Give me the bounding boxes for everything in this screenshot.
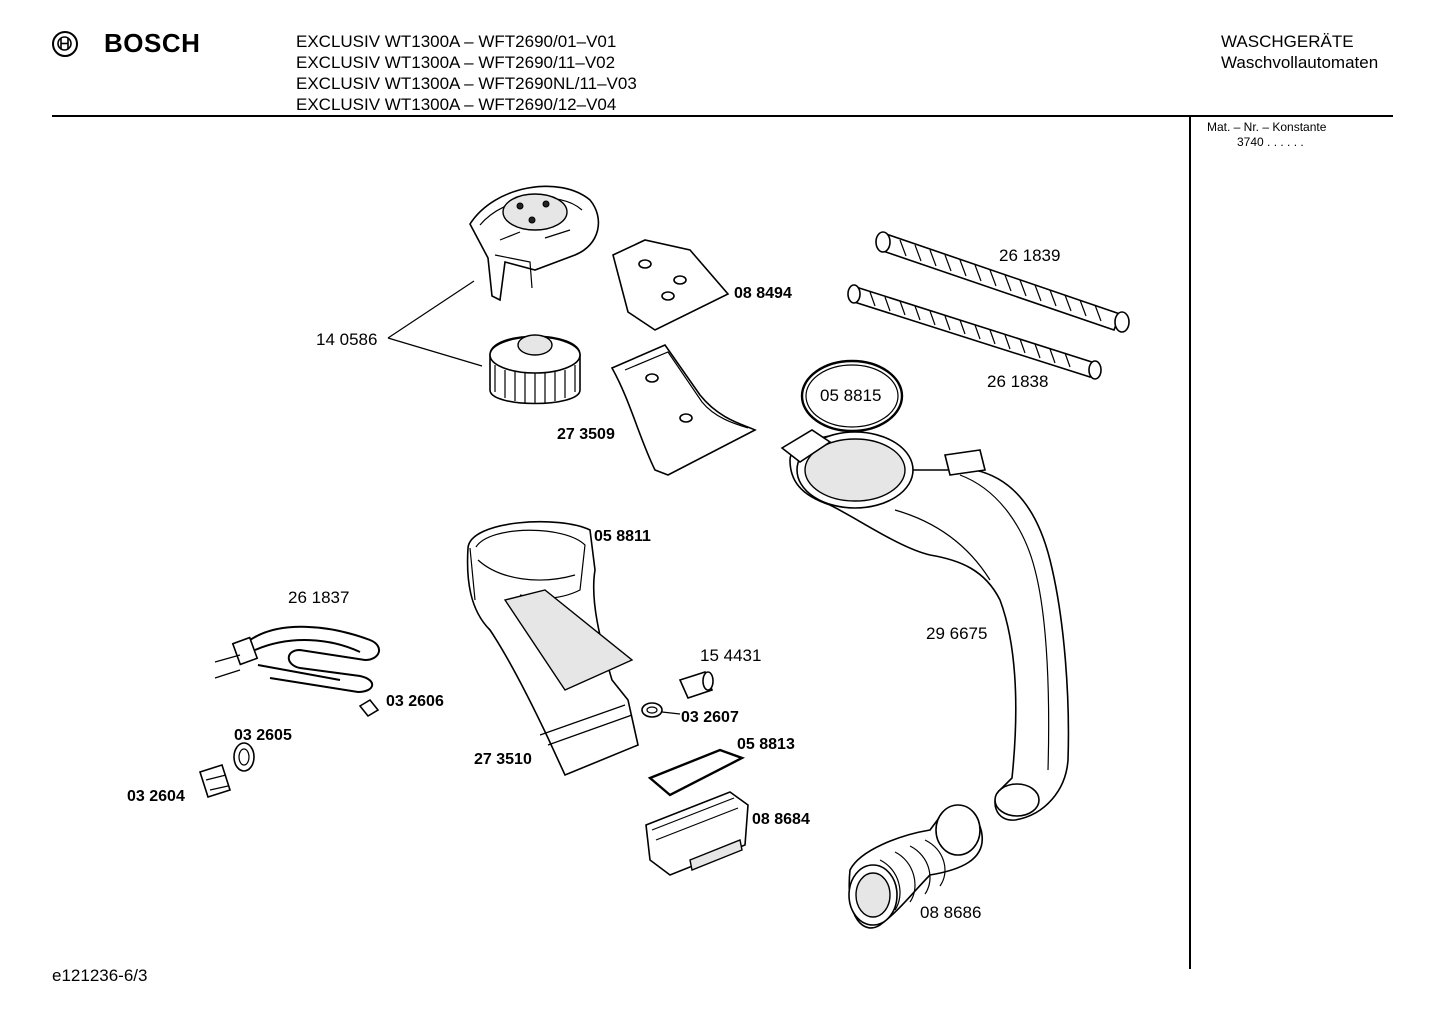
- material-constant-label: Mat. – Nr. – Konstante: [1207, 120, 1327, 134]
- fan-wheel-part: [489, 334, 581, 405]
- material-constant: Mat. – Nr. – Konstante 3740 . . . . . .: [1207, 120, 1326, 150]
- gasket-ring-part: [800, 359, 904, 433]
- header-divider: [52, 115, 1393, 117]
- heater-element-part: [214, 625, 380, 694]
- part-label: 26 1839: [999, 246, 1060, 265]
- part-label: 03 2604: [127, 788, 185, 805]
- part-label: 15 4431: [700, 646, 761, 665]
- category-title: WASCHGERÄTE: [1221, 32, 1354, 51]
- part-label: 03 2606: [386, 693, 444, 710]
- part-label: 05 8815: [820, 386, 881, 405]
- category-subtitle: Waschvollautomaten: [1221, 53, 1379, 72]
- model-line: EXCLUSIV WT1300A – WFT2690/12–V04: [296, 95, 617, 114]
- hose-long-part: [875, 231, 1130, 333]
- model-line: EXCLUSIV WT1300A – WFT2690NL/11–V03: [296, 74, 637, 93]
- part-label: 29 6675: [926, 624, 987, 643]
- part-label: 05 8811: [594, 528, 651, 545]
- part-label: 26 1837: [288, 588, 349, 607]
- part-label: 27 3510: [474, 751, 532, 768]
- part-label: 27 3509: [557, 426, 615, 443]
- drawing-code: e121236-6/3: [52, 966, 148, 985]
- float-part: [678, 671, 714, 699]
- clip-part: [358, 698, 380, 718]
- washer-part: [641, 702, 663, 718]
- bosch-armature-icon: [52, 30, 78, 57]
- brand-logo: BOSCH: [52, 28, 200, 59]
- part-label: 08 8494: [734, 285, 792, 302]
- part-label: 03 2607: [681, 709, 739, 726]
- model-list: EXCLUSIV WT1300A – WFT2690/01–V01 EXCLUS…: [296, 31, 637, 115]
- lower-duct-part: [466, 520, 639, 777]
- hose-short-part: [847, 284, 1102, 380]
- part-label: 08 8686: [920, 903, 981, 922]
- filter-housing-part: [645, 791, 749, 876]
- air-duct-part: [610, 344, 757, 476]
- category-block: WASCHGERÄTE Waschvollautomaten: [1221, 31, 1378, 73]
- sensor-part: [198, 763, 232, 799]
- grommet-part: [233, 742, 255, 772]
- bellows-hose-part: [848, 804, 983, 929]
- part-label: 05 8813: [737, 736, 795, 753]
- part-label: 14 0586: [316, 330, 377, 349]
- cover-plate-part: [612, 239, 730, 331]
- material-constant-value: 3740 . . . . . .: [1237, 135, 1304, 149]
- condenser-duct-part: [780, 429, 1070, 821]
- fan-shroud-part: [469, 185, 600, 302]
- model-line: EXCLUSIV WT1300A – WFT2690/11–V02: [296, 53, 616, 72]
- part-label: 08 8684: [752, 811, 810, 828]
- brand-name: BOSCH: [104, 28, 201, 58]
- part-label: 03 2605: [234, 727, 292, 744]
- model-line: EXCLUSIV WT1300A – WFT2690/01–V01: [296, 32, 617, 51]
- part-label: 26 1838: [987, 372, 1048, 391]
- filter-gasket-part: [647, 748, 745, 797]
- side-divider: [1189, 117, 1191, 969]
